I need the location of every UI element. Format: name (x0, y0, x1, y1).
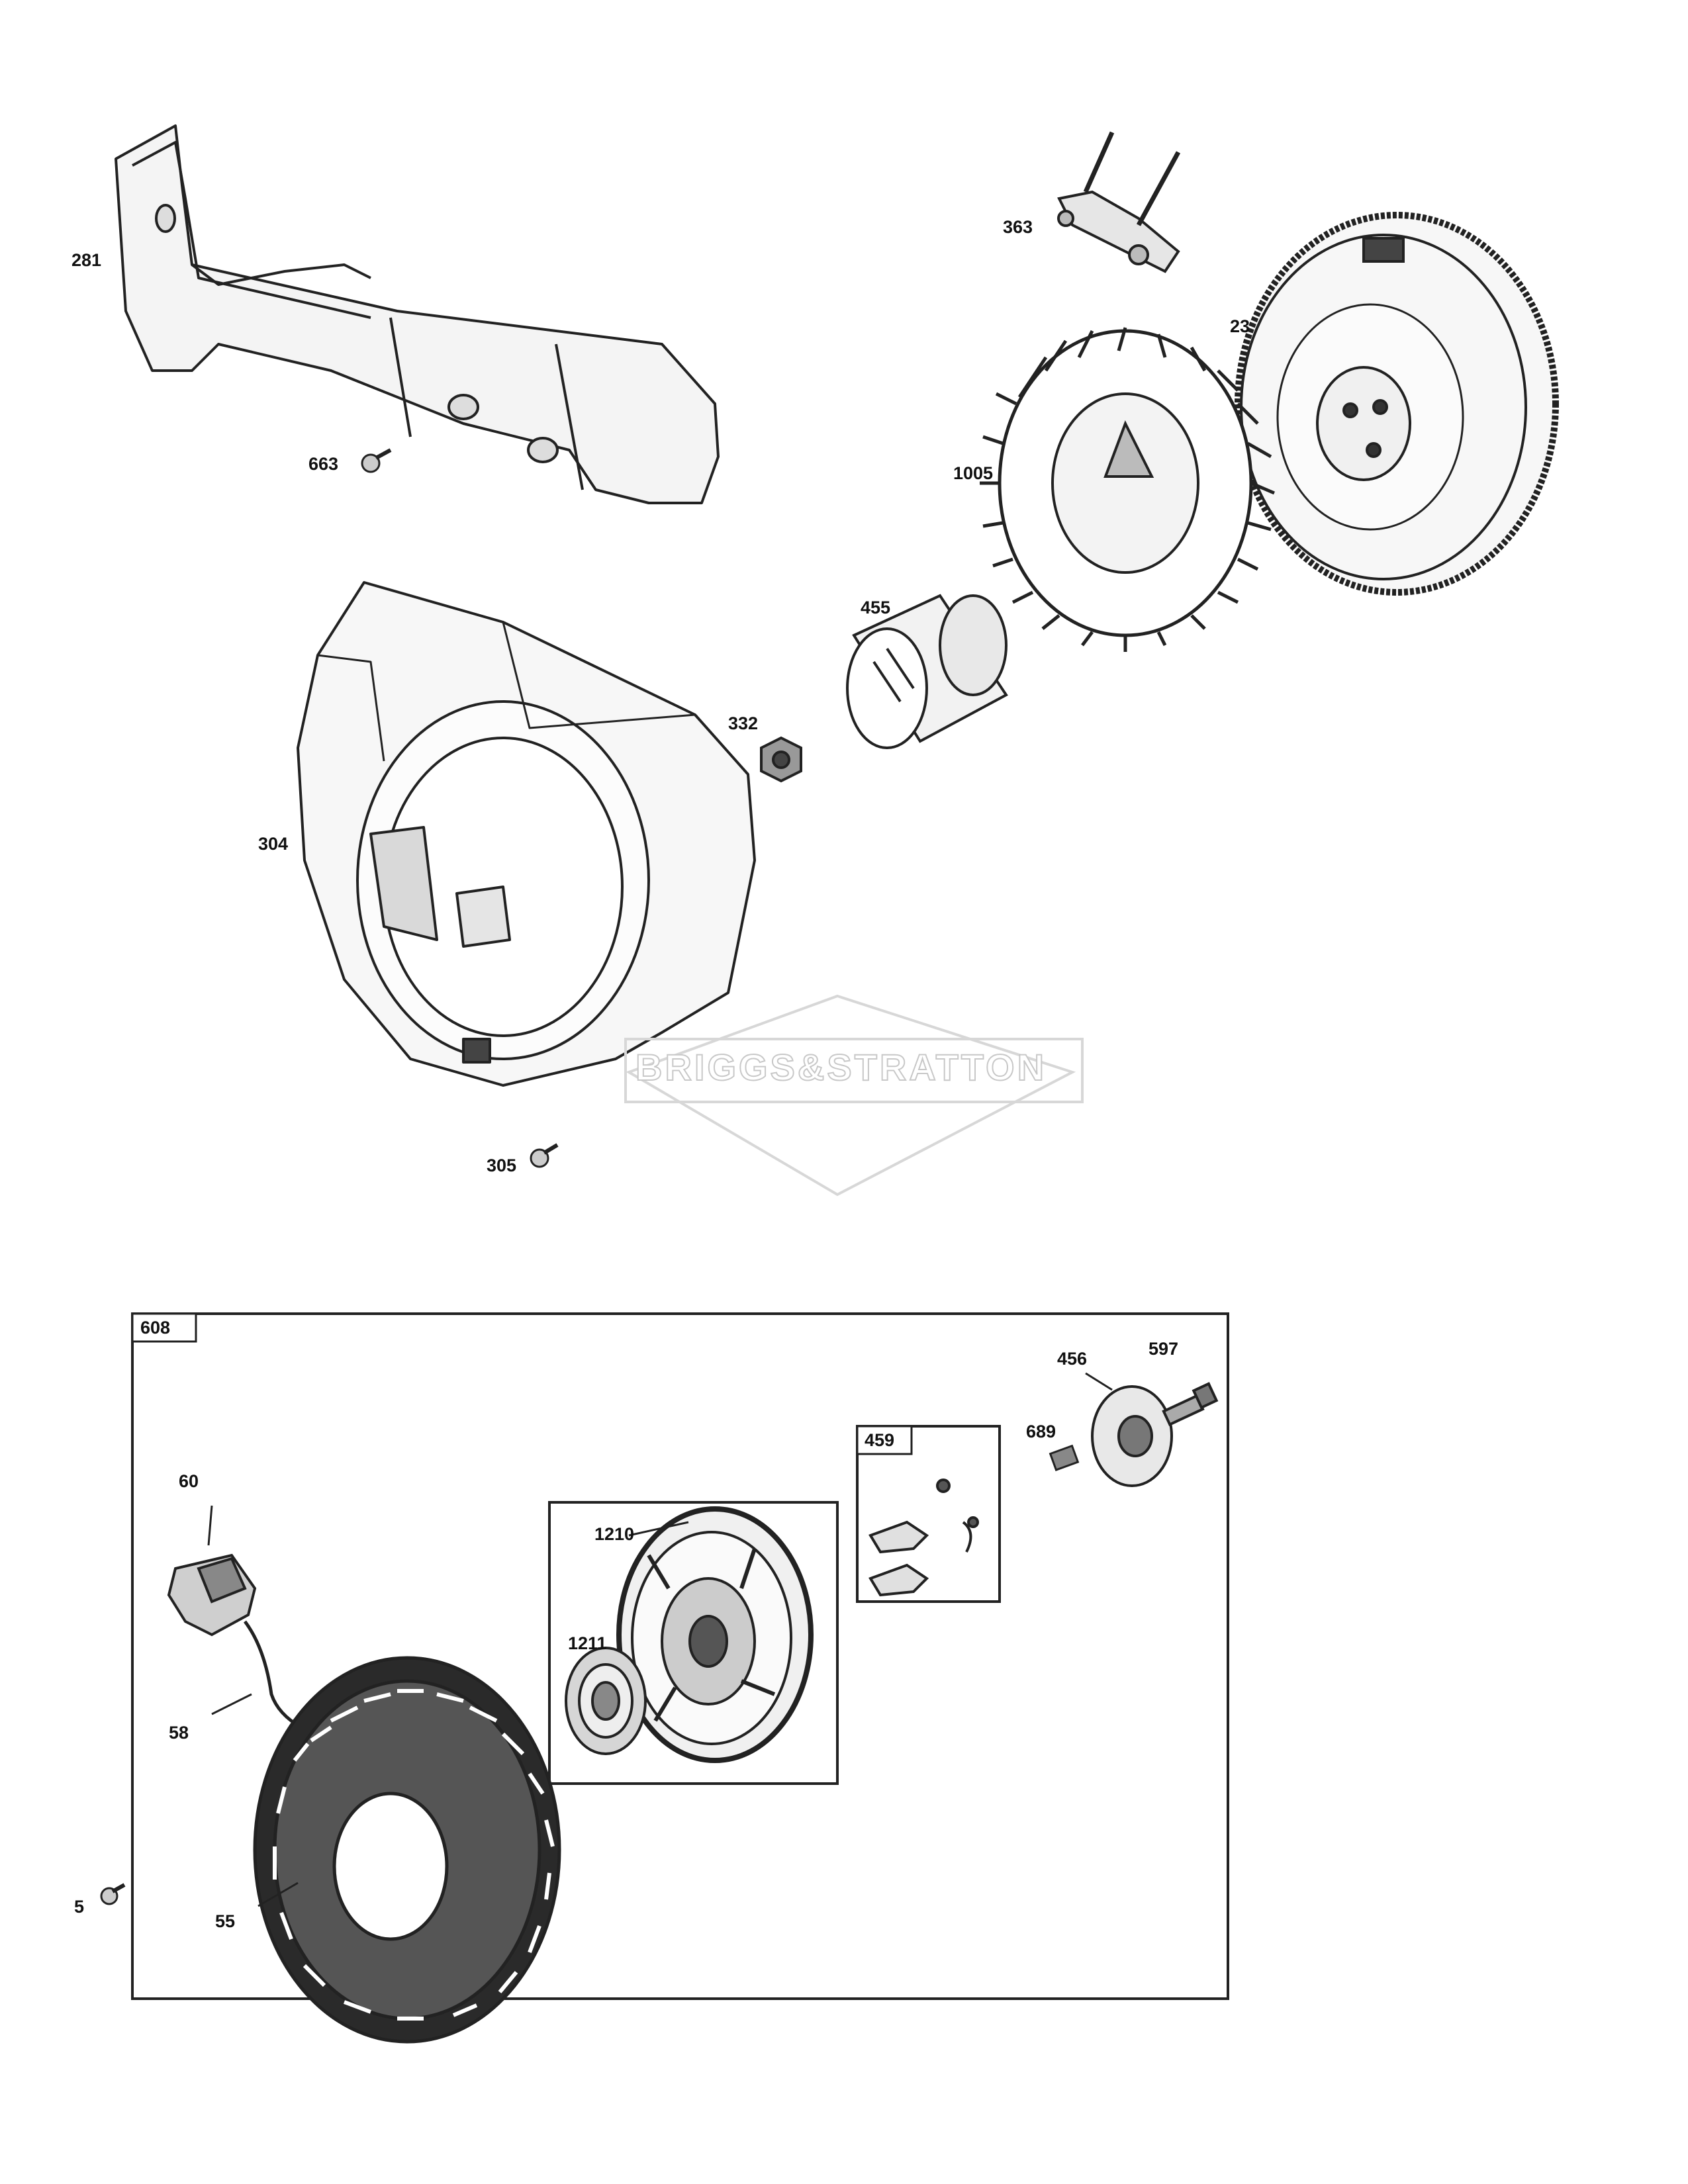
air-guide-281 (115, 124, 720, 504)
spring-1211 (565, 1647, 647, 1755)
screw-663 (361, 448, 392, 473)
handle-60 (167, 1505, 257, 1637)
screw-305 (530, 1143, 559, 1168)
retainer-456 (1091, 1385, 1173, 1487)
kit-tag-608 (131, 1312, 197, 1343)
pawl-kit-459 (868, 1479, 979, 1597)
flywheel-23 (1235, 212, 1559, 596)
nut-332 (760, 736, 802, 783)
callout-55: 55 (215, 1911, 236, 1931)
fan-1005 (980, 327, 1275, 652)
bracket-363 (1057, 131, 1181, 273)
callout-1210: 1210 (594, 1524, 635, 1544)
rope-58 (243, 1620, 303, 1729)
spring-689 (1049, 1444, 1080, 1471)
screw-597 (1162, 1382, 1219, 1427)
kit-box-608 (131, 1312, 1229, 2000)
callout-459: 459 (865, 1430, 895, 1450)
kit-tag-459 (856, 1425, 913, 1455)
callout-304: 304 (258, 834, 289, 854)
blower-housing-304 (297, 581, 756, 1087)
screw-5 (100, 1883, 126, 1905)
callout-597: 597 (1149, 1339, 1179, 1359)
callout-60: 60 (179, 1471, 199, 1491)
callout-5: 5 (74, 1897, 85, 1917)
callout-455: 455 (861, 598, 891, 617)
rewind-starter-55 (253, 1656, 561, 2044)
pulley-1210 (616, 1506, 814, 1763)
callout-281: 281 (71, 250, 102, 270)
callout-305: 305 (487, 1156, 517, 1175)
callout-689: 689 (1026, 1422, 1056, 1441)
callout-58: 58 (169, 1723, 189, 1743)
callout-456: 456 (1057, 1349, 1088, 1369)
kit-box-1210 (548, 1501, 839, 1785)
callout-332: 332 (728, 713, 759, 733)
callout-608: 608 (140, 1318, 171, 1338)
callout-363: 363 (1003, 217, 1033, 237)
kit-box-459 (856, 1425, 1001, 1603)
briggs-stratton-watermark: BRIGGS&STRATTON (635, 1046, 1047, 1088)
callout-1211: 1211 (568, 1633, 607, 1653)
callout-23: 23 (1230, 316, 1250, 336)
callout-663: 663 (308, 454, 339, 474)
watermark-diamond (626, 994, 1076, 1197)
callout-1005: 1005 (953, 463, 994, 483)
watermark-band (624, 1038, 1084, 1103)
starter-cup-455 (846, 594, 1008, 749)
